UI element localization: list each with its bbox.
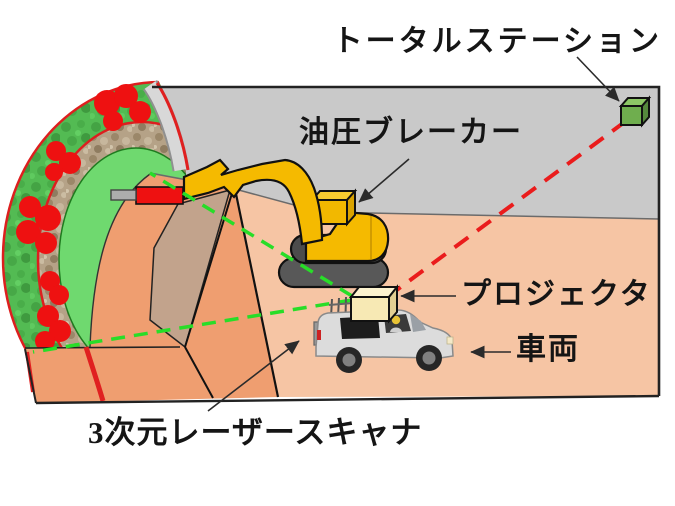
diagram-top-right-border [152, 85, 661, 396]
excavator [110, 158, 390, 289]
label-hydraulic-breaker: 油圧ブレーカー [299, 116, 523, 149]
projector-box [348, 284, 400, 324]
muck-pile-ridge-line [184, 189, 234, 348]
projector-box-front [350, 296, 390, 322]
green-laser-line-upper [149, 171, 353, 298]
diagram-left-border [24, 348, 37, 404]
vehicle-headlight [446, 336, 454, 345]
driver-helmet [391, 315, 401, 325]
muck-pile-foot-line [184, 346, 214, 399]
driver-body [390, 327, 402, 332]
excavator-body [304, 210, 390, 263]
excavator-boom-arm [182, 158, 324, 246]
rim-red-ring-line [155, 82, 190, 171]
front-wheel-hub [422, 351, 436, 365]
red-marker-blobs [16, 84, 151, 351]
annotation-arrows [207, 56, 620, 412]
total-station-red-sightline [388, 119, 628, 297]
label-laser-scanner: 3次元レーザースキャナ [88, 415, 423, 450]
label-projector: プロジェクタ [461, 278, 652, 311]
total-station-cube [618, 95, 652, 128]
rear-wheel-hub [342, 353, 356, 367]
vehicle-taillight [317, 330, 321, 340]
label-total-station: トータルステーション [332, 25, 662, 58]
total-station-front [620, 105, 643, 126]
breaker-chisel-tip [110, 189, 137, 201]
diagram-bottom-border [35, 394, 660, 405]
hydraulic-breaker-chisel [135, 186, 184, 205]
tunnel-wall [140, 87, 659, 219]
vehicle-windshield [410, 314, 426, 332]
breaker-arrow [358, 158, 410, 203]
green-laser-line-lower [32, 298, 353, 354]
total-station-arrow [576, 56, 620, 102]
label-vehicle: 車両 [516, 333, 580, 366]
floor-ring-red-stripe [83, 346, 106, 402]
scanner-arrow [207, 340, 300, 412]
tunnel-rim-band [144, 81, 188, 172]
